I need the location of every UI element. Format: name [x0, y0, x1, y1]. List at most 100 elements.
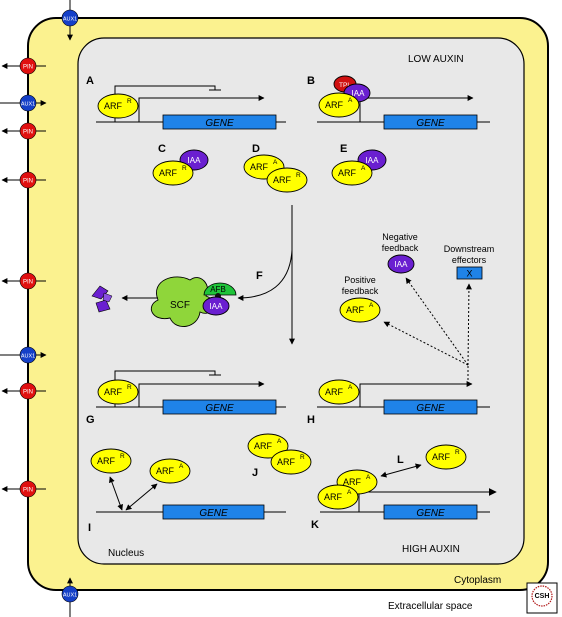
pin-transporter-2: PIN [1, 122, 46, 140]
svg-text:GENE: GENE [416, 403, 445, 414]
svg-text:feedback: feedback [382, 243, 419, 253]
svg-text:PIN: PIN [23, 179, 33, 185]
panel-g: G GENE ARF R [86, 370, 286, 426]
nucleus-label: Nucleus [108, 548, 144, 559]
svg-text:ARF: ARF [254, 441, 273, 451]
svg-text:ARF: ARF [325, 100, 344, 110]
svg-text:IAA: IAA [352, 89, 366, 98]
svg-text:Downstream: Downstream [444, 244, 495, 254]
svg-text:ARF: ARF [104, 101, 123, 111]
svg-text:Positive: Positive [344, 275, 376, 285]
panel-h: H GENE ARF A [307, 365, 490, 426]
aux1-transporter-left-1: AUX1 [0, 94, 47, 112]
svg-text:B: B [307, 75, 315, 87]
svg-text:AUX1: AUX1 [63, 593, 77, 599]
svg-text:AUX1: AUX1 [21, 354, 35, 360]
svg-text:IAA: IAA [366, 156, 380, 165]
svg-text:ARF: ARF [343, 477, 362, 487]
panel-e: E IAA ARF A [331, 143, 387, 186]
svg-text:G: G [86, 414, 95, 426]
svg-text:A: A [347, 489, 352, 496]
svg-text:SCF: SCF [170, 300, 190, 311]
pin-transporter-4: PIN [1, 272, 46, 290]
svg-text:AFB: AFB [210, 285, 226, 294]
feedback-annotations: Negative feedback IAA Downstream effecto… [339, 232, 495, 366]
svg-text:R: R [455, 449, 460, 456]
svg-text:ARF: ARF [273, 175, 292, 185]
svg-text:effectors: effectors [452, 255, 487, 265]
svg-text:IAA: IAA [395, 260, 409, 269]
cytoplasm-label: Cytoplasm [454, 575, 501, 586]
panel-j: J ARF A ARF R [247, 433, 312, 479]
svg-text:Negative: Negative [382, 232, 418, 242]
svg-text:A: A [273, 159, 278, 166]
aux1-transporter-left-2: AUX1 [0, 346, 47, 364]
svg-text:AUX1: AUX1 [21, 102, 35, 108]
svg-text:E: E [340, 143, 347, 155]
svg-text:A: A [86, 75, 94, 87]
panel-f: F SCF AFB IAA [91, 270, 263, 327]
svg-text:R: R [127, 384, 132, 391]
svg-text:ARF: ARF [432, 452, 451, 462]
svg-text:A: A [348, 384, 353, 391]
low-auxin-label: LOW AUXIN [408, 54, 464, 65]
svg-text:A: A [369, 302, 374, 309]
panel-i: I GENE ARF R ARF A [88, 448, 286, 534]
svg-text:A: A [277, 438, 282, 445]
svg-text:A: A [366, 474, 371, 481]
svg-text:A: A [361, 165, 366, 172]
panel-c: C IAA ARF R [152, 143, 209, 186]
svg-text:X: X [466, 269, 472, 279]
svg-text:R: R [296, 172, 301, 179]
svg-text:ARF: ARF [338, 168, 357, 178]
svg-text:GENE: GENE [205, 118, 234, 129]
svg-text:IAA: IAA [210, 302, 224, 311]
degradation-path-arrow [237, 249, 293, 301]
svg-text:C: C [158, 143, 166, 155]
high-auxin-label: HIGH AUXIN [402, 544, 460, 555]
svg-text:TPL: TPL [339, 82, 351, 89]
svg-text:ARF: ARF [159, 168, 178, 178]
svg-text:ARF: ARF [156, 466, 175, 476]
svg-text:IAA: IAA [188, 156, 202, 165]
svg-text:H: H [307, 414, 315, 426]
svg-text:R: R [300, 454, 305, 461]
svg-text:D: D [252, 143, 260, 155]
svg-text:F: F [256, 270, 263, 282]
panel-l: L ARF R [380, 444, 467, 478]
svg-text:feedback: feedback [342, 286, 379, 296]
svg-text:ARF: ARF [324, 492, 343, 502]
pin-transporter-5: PIN [1, 382, 46, 400]
svg-text:GENE: GENE [199, 508, 228, 519]
svg-text:PIN: PIN [23, 65, 33, 71]
panel-d: D ARF A ARF R [243, 143, 308, 193]
svg-text:PIN: PIN [23, 488, 33, 494]
svg-text:A: A [179, 463, 184, 470]
panel-a: A GENE ARF R [86, 75, 286, 130]
svg-text:K: K [311, 519, 319, 531]
svg-text:GENE: GENE [416, 118, 445, 129]
panel-b: B GENE TPL IAA ARF A [307, 75, 490, 130]
svg-text:J: J [252, 467, 258, 479]
svg-text:R: R [182, 165, 187, 172]
extracellular-label: Extracellular space [388, 601, 473, 612]
svg-text:L: L [397, 454, 404, 466]
svg-text:PIN: PIN [23, 390, 33, 396]
svg-text:A: A [348, 97, 353, 104]
svg-text:R: R [127, 98, 132, 105]
pin-transporter-3: PIN [1, 171, 46, 189]
svg-text:ARF: ARF [346, 305, 365, 315]
svg-text:ARF: ARF [104, 387, 123, 397]
svg-text:ARF: ARF [97, 456, 116, 466]
pin-transporter-6: PIN [1, 480, 46, 498]
csh-perspectives-logo: CSH [526, 582, 558, 614]
panel-k: K GENE ARF A ARF A [311, 469, 497, 531]
svg-text:GENE: GENE [416, 508, 445, 519]
svg-text:CSH: CSH [535, 593, 550, 600]
svg-text:ARF: ARF [277, 457, 296, 467]
svg-text:ARF: ARF [325, 387, 344, 397]
aux1-transporter-top: AUX1 [61, 0, 79, 41]
pin-transporter-1: PIN [1, 57, 46, 75]
svg-text:PIN: PIN [23, 280, 33, 286]
